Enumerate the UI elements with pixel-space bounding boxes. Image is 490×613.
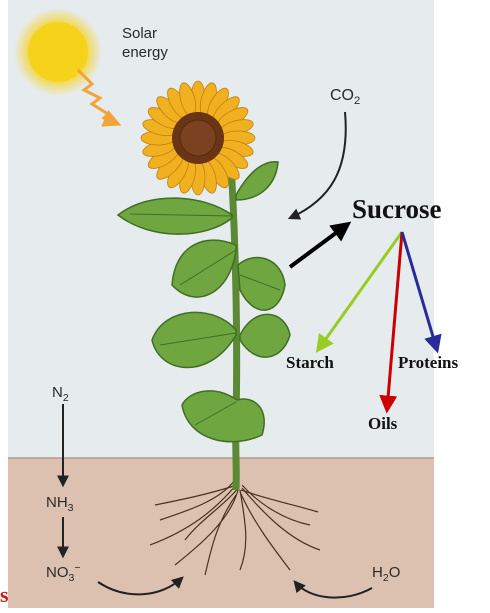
starch-label: Starch	[286, 354, 334, 371]
nh3-label: NH3	[46, 495, 74, 514]
no3-label: NO3−	[46, 563, 80, 584]
sunflower-head	[141, 81, 255, 195]
sucrose-label: Sucrose	[352, 196, 442, 223]
solar-energy-label: Solar energy	[122, 24, 168, 62]
co2-label: CO2	[330, 88, 360, 107]
cropped-edge-text: s	[0, 584, 9, 606]
h2o-label: H2O	[372, 565, 400, 584]
oils-label: Oils	[368, 415, 397, 432]
n2-label: N2	[52, 385, 69, 404]
proteins-label: Proteins	[398, 354, 458, 371]
soil-background	[8, 458, 434, 608]
